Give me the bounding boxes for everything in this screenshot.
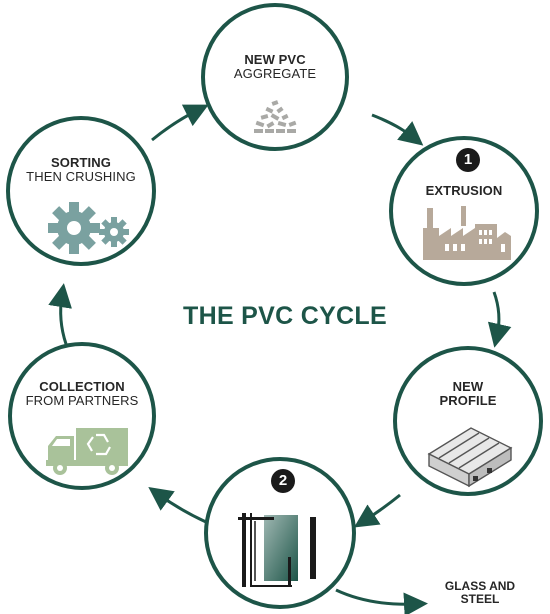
arrow-collection-to-sorting — [48, 283, 72, 345]
aggregate-label-line2: AGGREGATE — [233, 66, 317, 81]
arrow-sorting-to-aggregate — [151, 104, 209, 142]
glass-and-steel-label: GLASS AND STEEL — [424, 580, 536, 606]
glass-and-steel-line2: STEEL — [460, 592, 500, 606]
aggregate-pile-icon — [254, 100, 297, 133]
sorting-label-line2: THEN CRUSHING — [26, 169, 136, 184]
diagram-title: THE PVC CYCLE — [183, 302, 387, 330]
extrusion-label: EXTRUSION — [425, 183, 503, 198]
arrow-extrusion-to-profile — [487, 291, 512, 348]
factory-icon — [423, 206, 511, 260]
sorting-label-line1: SORTING — [51, 155, 111, 170]
arrow-aggregate-to-extrusion — [371, 113, 424, 146]
node-new-pvc-aggregate: NEW PVC AGGREGATE — [201, 3, 349, 151]
glass-and-steel-line1: GLASS AND — [444, 579, 516, 593]
profile-label-line2: PROFILE — [439, 393, 497, 408]
arrow-to-glass-and-steel — [335, 588, 428, 614]
node-extrusion: 1 EXTRUSION — [389, 136, 539, 286]
collection-label-line2: FROM PARTNERS — [25, 393, 139, 408]
recycling-truck-icon — [46, 428, 128, 475]
step-badge-1: 1 — [456, 148, 480, 172]
node-collection-from-partners: COLLECTION FROM PARTNERS — [8, 342, 156, 490]
gears-icon — [48, 202, 129, 254]
aggregate-label-line1: NEW PVC — [244, 52, 306, 67]
arrow-profile-to-dismantle — [353, 493, 401, 528]
profile-label-line1: NEW — [452, 379, 484, 394]
step-badge-2: 2 — [271, 469, 295, 493]
window-frame-icon — [238, 513, 316, 587]
window-profile-icon — [427, 427, 513, 488]
arrow-dismantle-to-collection — [148, 486, 207, 524]
node-new-profile: NEW PROFILE — [393, 346, 543, 496]
node-dismantling: 2 — [204, 457, 356, 609]
collection-label-line1: COLLECTION — [39, 379, 125, 394]
node-sorting-then-crushing: SORTING THEN CRUSHING — [6, 116, 156, 266]
